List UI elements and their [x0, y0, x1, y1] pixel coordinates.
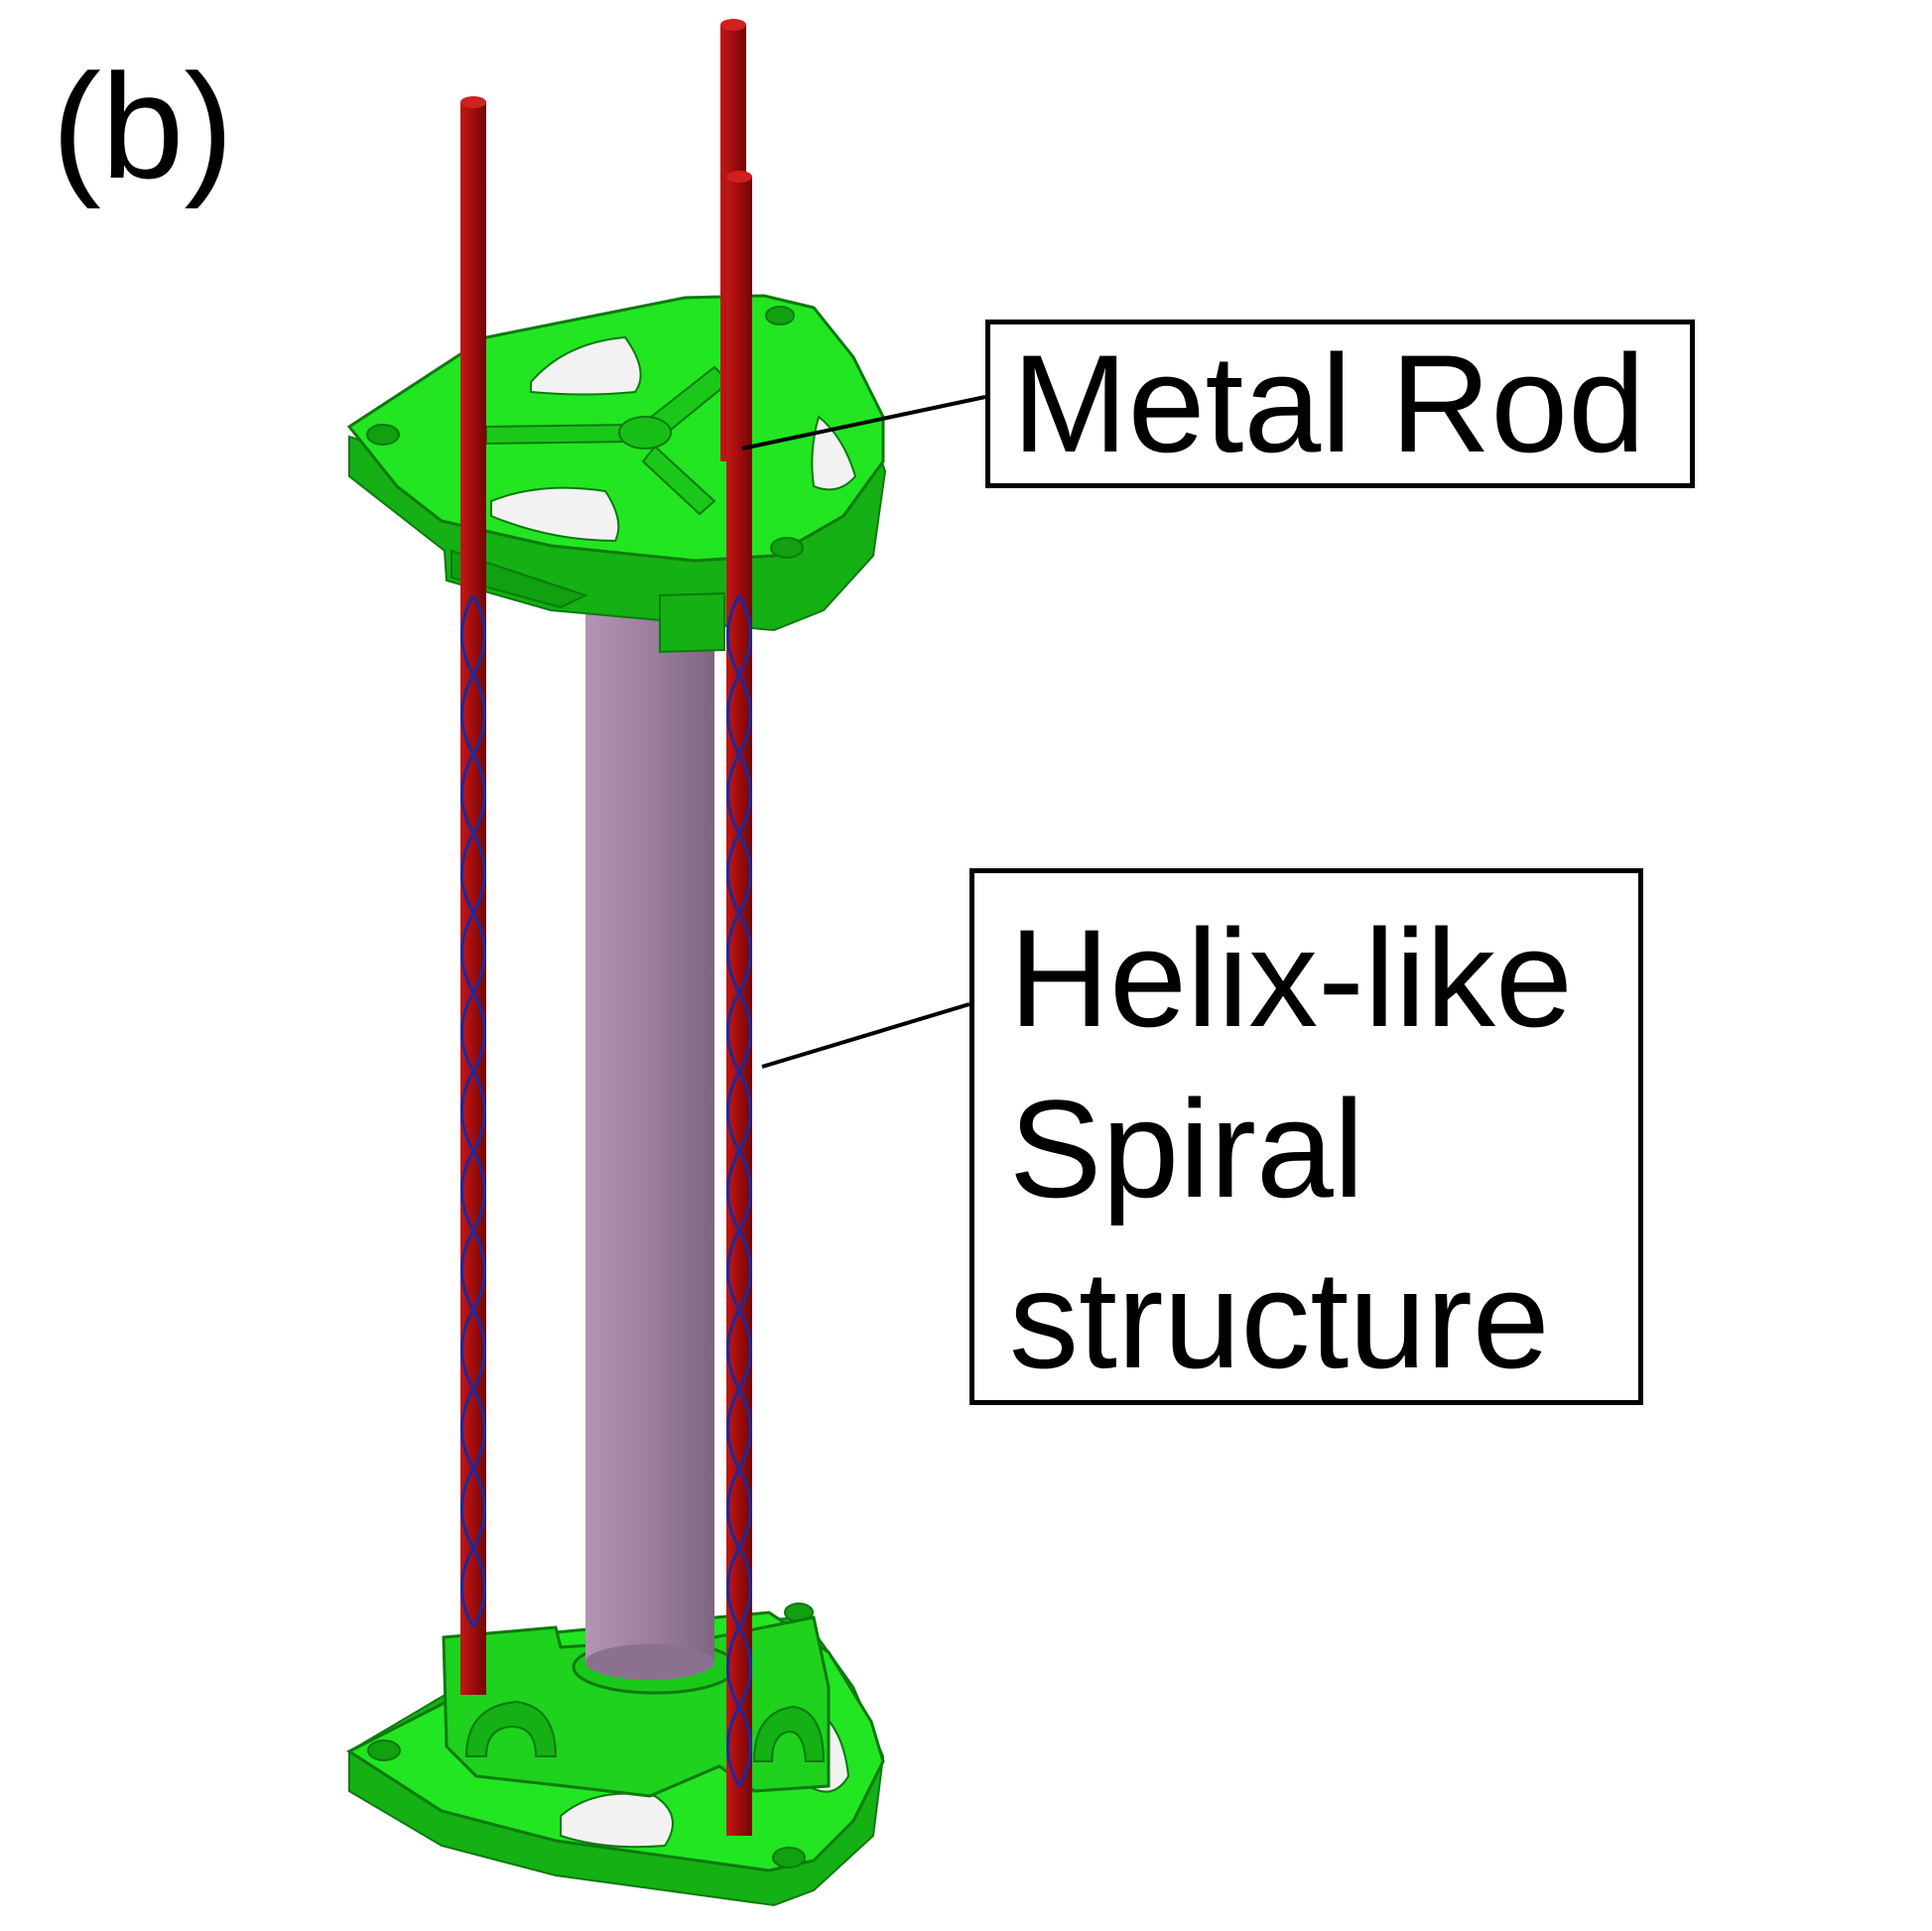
helix-left-strand-b	[460, 594, 486, 1628]
top-spoke-down	[641, 445, 716, 516]
panel-label: (b)	[52, 43, 234, 209]
top-hub	[618, 416, 672, 450]
helix-right-strand-a	[726, 594, 752, 1787]
helix-spirals	[460, 594, 752, 1787]
helix-left-strand-a	[460, 594, 486, 1628]
top-bracket-tab	[659, 591, 725, 654]
bottom-mount-hole-left	[367, 1739, 401, 1761]
metal-rod-right-front	[726, 177, 752, 1836]
metal-rod-left-tip	[460, 96, 486, 108]
top-spoke-horizontal	[485, 423, 637, 446]
callout-helix-line-3: structure	[1009, 1241, 1550, 1397]
top-cutout-back	[530, 335, 642, 396]
top-mount-hole-right	[770, 537, 804, 559]
helix-right-strand-b	[726, 594, 752, 1787]
bottom-cutout-front	[560, 1792, 674, 1849]
top-mount-hole-back	[765, 306, 795, 325]
top-cutout-right	[811, 415, 857, 491]
top-bracket	[346, 294, 887, 654]
metal-rods	[460, 19, 752, 1836]
callout-helix-line-1: Helix-like	[1009, 900, 1573, 1056]
top-mount-hole-left	[366, 424, 400, 446]
callout-metal-rod-text: Metal Rod	[1012, 325, 1646, 481]
leader-line-metal-rod	[741, 395, 986, 451]
metal-rod-right-back-tip	[720, 19, 746, 31]
cylinder-body	[585, 595, 714, 1662]
leader-line-helix	[761, 1002, 970, 1069]
callout-metal-rod: Metal Rod	[985, 320, 1695, 488]
cylinder-bottom-edge	[585, 1644, 714, 1680]
bottom-arch-right	[752, 1705, 826, 1762]
central-cylinder	[585, 595, 714, 1680]
callout-helix-spiral: Helix-like Spiral structure	[969, 868, 1643, 1405]
metal-rod-left	[460, 102, 486, 1695]
bottom-arch-left	[464, 1700, 558, 1757]
metal-rod-right-front-tip	[726, 171, 752, 183]
callout-helix-line-2: Spiral	[1009, 1071, 1364, 1226]
bottom-mount-hole-right	[772, 1847, 806, 1868]
top-cutout-front	[490, 486, 620, 543]
